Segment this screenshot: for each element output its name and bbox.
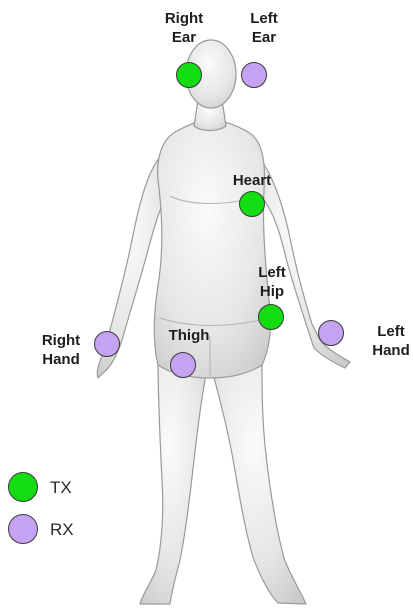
left-hand-label-line-2: Hand <box>369 341 413 360</box>
left-hip-node <box>258 304 284 330</box>
left-hand-node <box>318 320 344 346</box>
heart-label-line-1: Heart <box>226 171 278 190</box>
left-hip-label: Left Hip <box>250 263 294 301</box>
right-ear-label: Right Ear <box>160 9 208 47</box>
thigh-label-line-1: Thigh <box>164 326 214 345</box>
legend-tx-label: TX <box>50 478 72 498</box>
left-hand-label: Left Hand <box>369 322 413 360</box>
right-hand-label-line-2: Hand <box>36 350 86 369</box>
left-ear-label: Left Ear <box>242 9 286 47</box>
thigh-node <box>170 352 196 378</box>
legend-rx-label: RX <box>50 520 74 540</box>
right-ear-label-line-2: Ear <box>160 28 208 47</box>
thigh-label: Thigh <box>164 326 214 345</box>
right-hand-label-line-1: Right <box>36 331 86 350</box>
legend-rx-swatch <box>8 514 38 544</box>
left-ear-node <box>241 62 267 88</box>
right-hand-node <box>94 331 120 357</box>
heart-label: Heart <box>226 171 278 190</box>
right-hand-label: Right Hand <box>36 331 86 369</box>
left-hand-label-line-1: Left <box>369 322 413 341</box>
left-ear-label-line-1: Left <box>242 9 286 28</box>
left-hip-label-line-2: Hip <box>250 282 294 301</box>
right-ear-node <box>176 62 202 88</box>
left-hip-label-line-1: Left <box>250 263 294 282</box>
legend-tx-swatch <box>8 472 38 502</box>
right-ear-label-line-1: Right <box>160 9 208 28</box>
heart-node <box>239 191 265 217</box>
left-ear-label-line-2: Ear <box>242 28 286 47</box>
